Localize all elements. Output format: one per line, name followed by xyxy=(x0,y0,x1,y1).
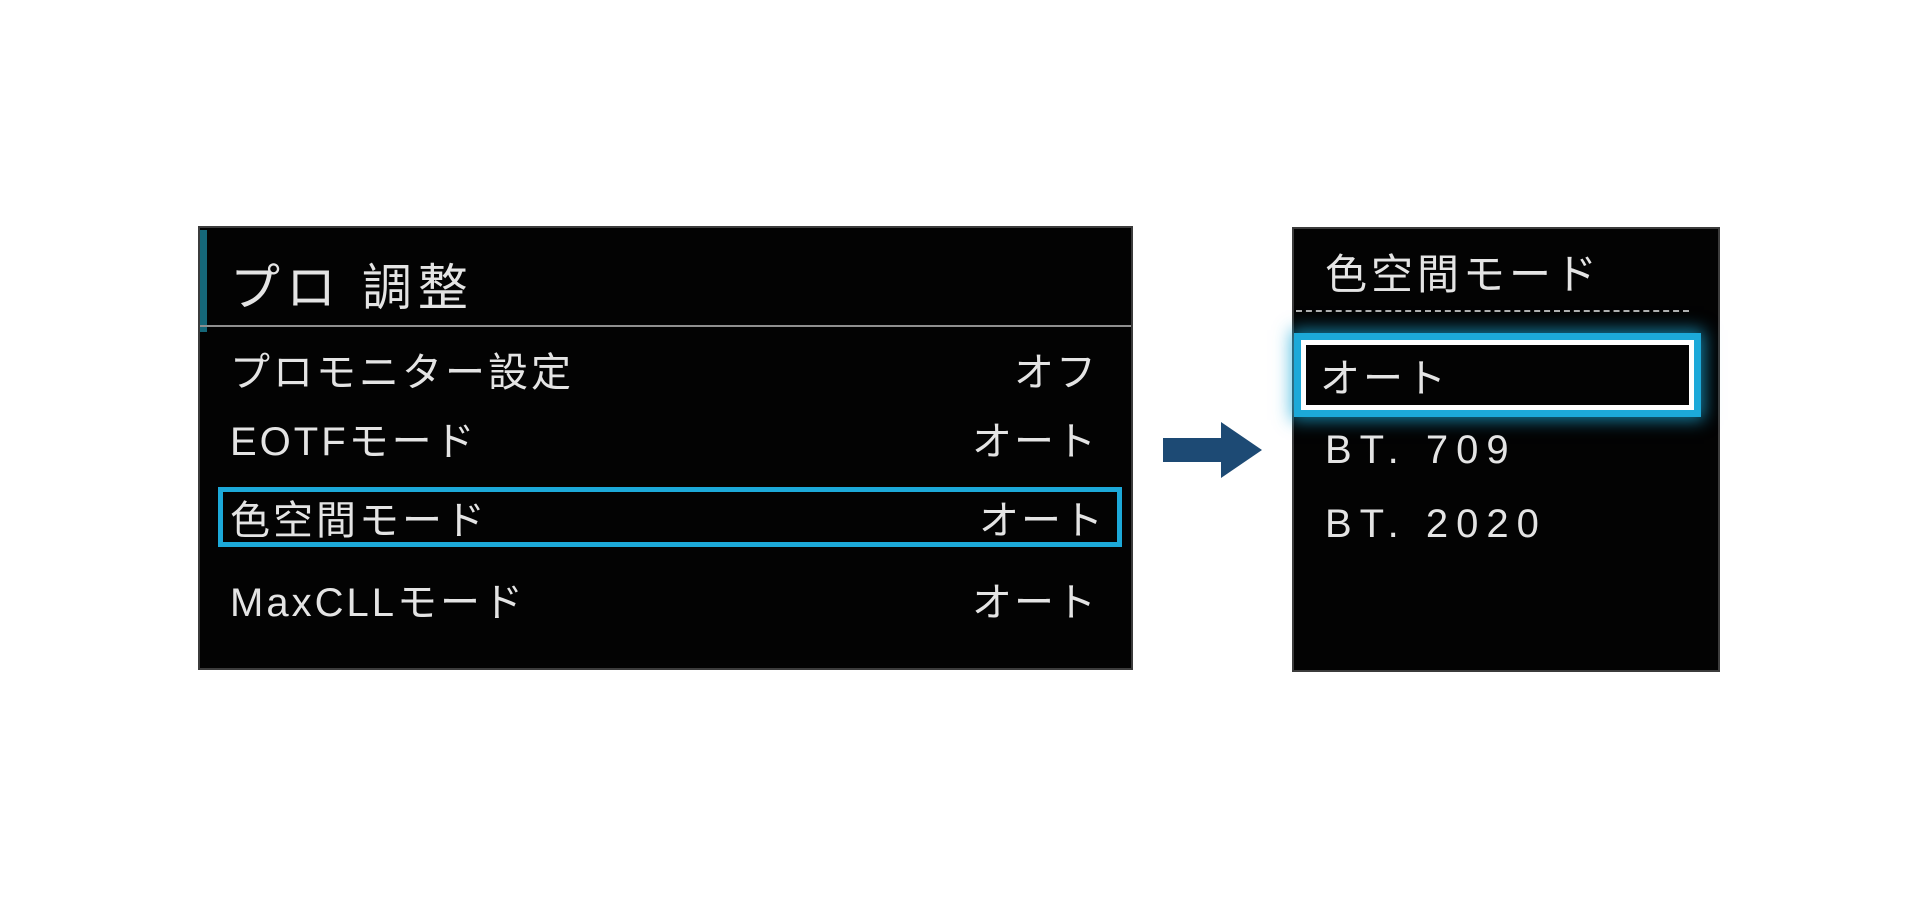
menu-item-label: EOTFモード xyxy=(230,420,478,464)
pro-adjustment-menu-panel: プロ 調整 プロモニター設定 オフ EOTFモード オート 色空間モード オート… xyxy=(198,226,1133,670)
option-label: BT. 2020 xyxy=(1325,501,1547,546)
option-label: オート xyxy=(1320,357,1449,401)
option-bt2020[interactable]: BT. 2020 xyxy=(1325,499,1547,549)
menu-item-label: MaxCLLモード xyxy=(230,581,526,625)
option-bt709[interactable]: BT. 709 xyxy=(1325,425,1517,475)
pro-adjustment-title: プロ 調整 xyxy=(230,260,474,316)
option-auto-selected[interactable]: オート xyxy=(1301,340,1694,410)
menu-item-maxcll-mode[interactable]: MaxCLLモード オート xyxy=(200,574,1131,625)
option-label: BT. 709 xyxy=(1325,427,1517,472)
color-space-mode-title: 色空間モード xyxy=(1325,250,1602,298)
title-separator xyxy=(200,325,1131,327)
color-space-mode-panel: 色空間モード オート BT. 709 BT. 2020 xyxy=(1292,227,1720,672)
menu-item-eotf-mode[interactable]: EOTFモード オート xyxy=(200,413,1131,464)
menu-item-value: オフ xyxy=(1014,351,1098,395)
menu-item-pro-monitor-setting[interactable]: プロモニター設定 オフ xyxy=(200,344,1131,395)
menu-item-value: オート xyxy=(972,420,1098,464)
title-separator-dashed xyxy=(1296,310,1689,312)
menu-item-label: 色空間モード xyxy=(230,499,488,543)
menu-item-label: プロモニター設定 xyxy=(230,351,574,395)
right-arrow-icon xyxy=(1163,421,1263,479)
title-accent-bar xyxy=(200,230,207,332)
menu-item-value: オート xyxy=(979,499,1105,543)
menu-item-color-space-mode-selected[interactable]: 色空間モード オート xyxy=(218,487,1122,547)
menu-item-value: オート xyxy=(972,581,1098,625)
